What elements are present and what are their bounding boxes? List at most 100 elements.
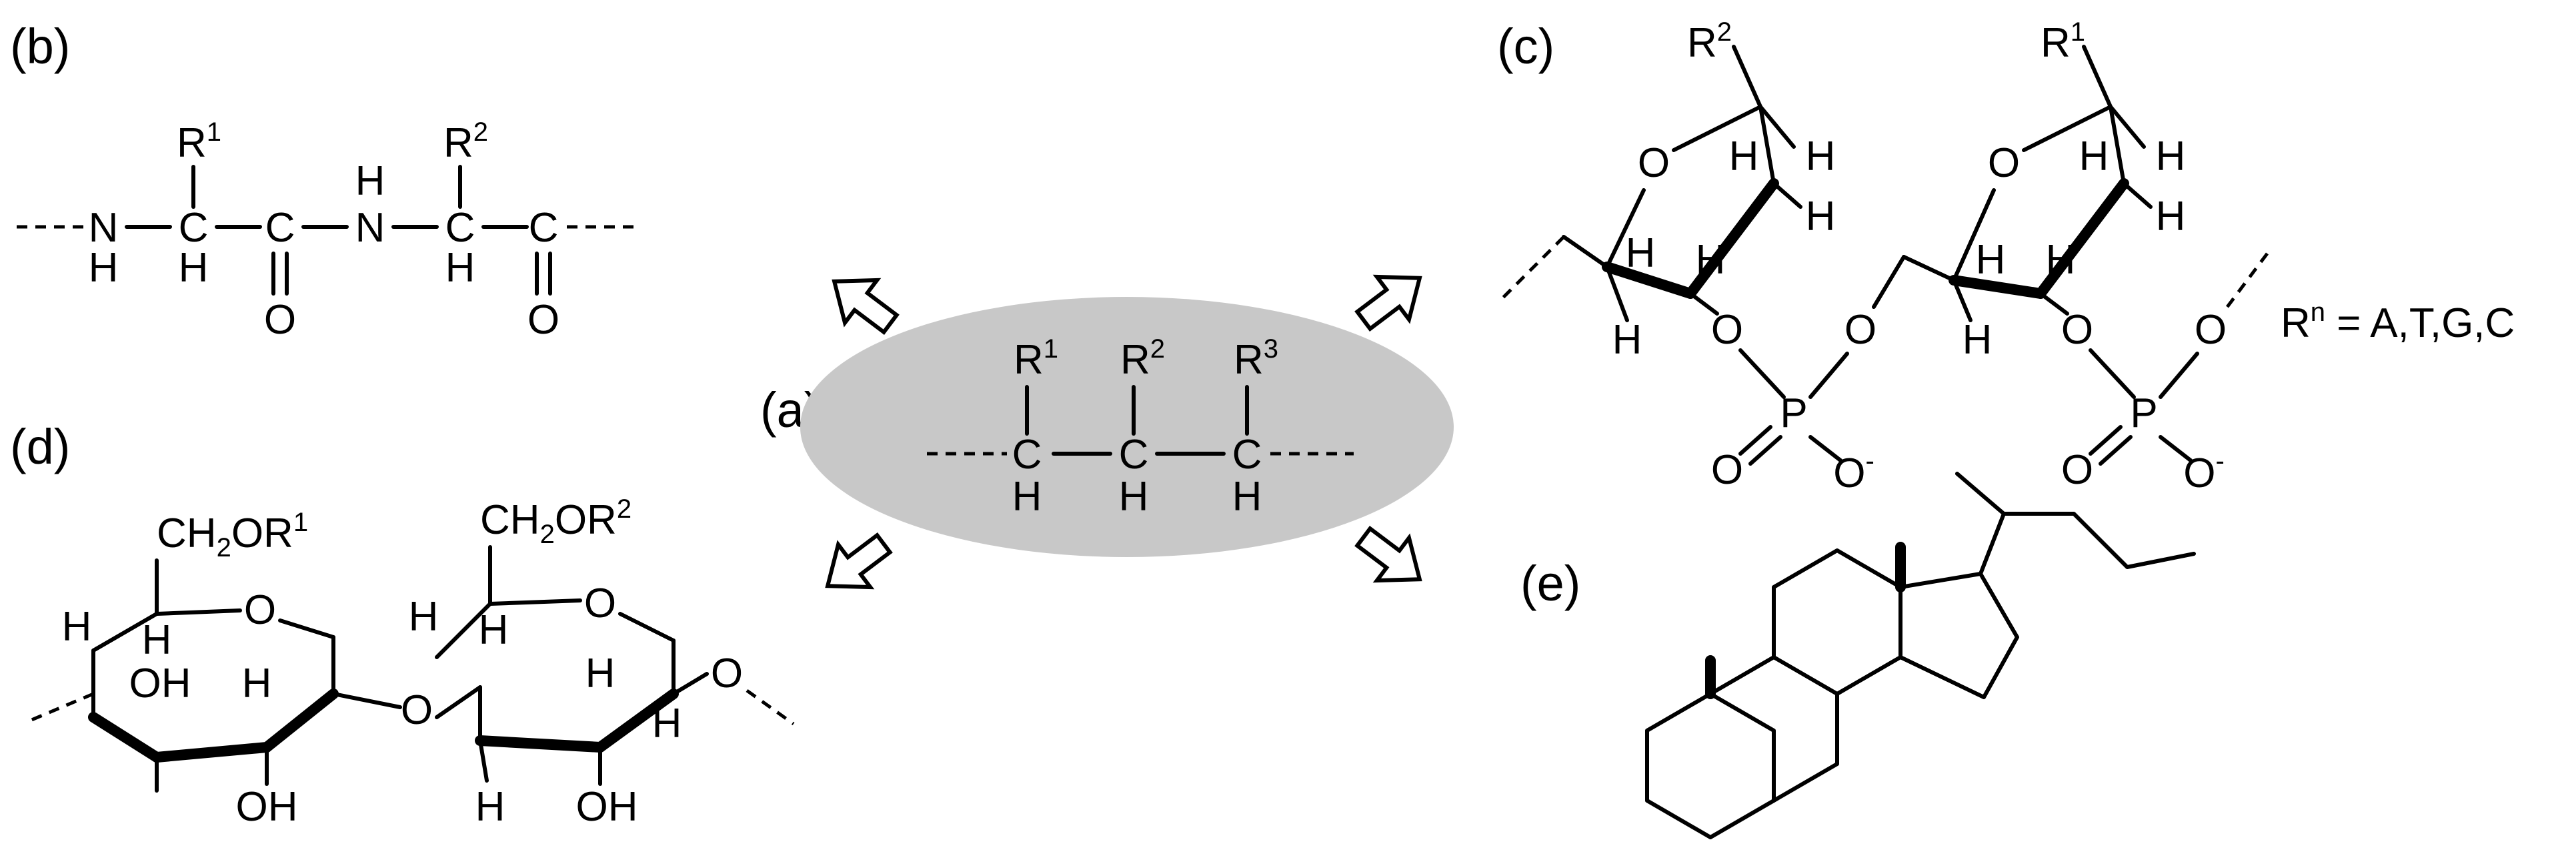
atom-nh1: H xyxy=(89,245,119,291)
atom-h-c4-d1: H xyxy=(62,604,92,650)
ch2or1-label: CH2OR1 xyxy=(157,508,308,562)
atom-h-c4b-2: H xyxy=(1963,317,1993,363)
arrow-to-e xyxy=(1354,526,1422,583)
r2-label: R2 xyxy=(1120,334,1165,383)
panel-b: (b) N H C H R1 C O N H C H R2 C O xyxy=(10,19,637,343)
atom-c1: C xyxy=(1012,432,1042,478)
bond-o-c1-1 xyxy=(1672,105,1762,152)
bond-c1-c2-1 xyxy=(1758,105,1776,185)
r2-label-c: R2 xyxy=(1687,17,1732,66)
bond-o-c1-d2 xyxy=(618,612,676,642)
atom-p-1: P xyxy=(1780,390,1807,436)
atom-h-c3-2: H xyxy=(2046,237,2076,283)
bond-c4-c3-1 xyxy=(1602,262,1696,299)
atom-h2: H xyxy=(1119,474,1149,520)
panel-b-label: (b) xyxy=(10,19,70,74)
atom-ha1: H xyxy=(179,245,209,291)
bond-c5-o-d1 xyxy=(155,608,242,616)
atom-o-minus-2: O- xyxy=(2183,446,2225,496)
atom-h-c3-1: H xyxy=(1696,237,1726,283)
arrow-to-b xyxy=(832,278,900,335)
bond-glyco-c4-d2 xyxy=(435,685,482,719)
atom-n1: N xyxy=(89,205,119,251)
atom-h-c4-2: H xyxy=(1976,237,2006,283)
sugar-dash-left xyxy=(29,692,94,723)
bond-c2-c3-1 xyxy=(1685,178,1779,299)
bond-c1-o-d2 xyxy=(672,672,709,696)
bond-p-o-a-1 xyxy=(1738,425,1772,456)
bond-p-o5-1 xyxy=(1808,352,1849,399)
atom-h-c3-d2: H xyxy=(585,651,615,697)
atom-p-2: P xyxy=(2130,390,2157,436)
rn-legend: Rn = A,T,G,C xyxy=(2281,298,2515,346)
bond-c1-base-2 xyxy=(2082,45,2113,109)
atom-h-c2-d1: H xyxy=(242,661,272,707)
atom-h-c2-2: H xyxy=(2156,193,2186,240)
panel-e-label: (e) xyxy=(1520,556,1580,611)
atom-o-ring-d1: O xyxy=(244,587,276,633)
ring-d xyxy=(1898,572,2019,699)
arrow-to-c xyxy=(1354,274,1422,332)
bond-c4-h-d2 xyxy=(478,739,489,783)
r1-label: R1 xyxy=(1014,334,1058,383)
panel-d: (d) CH2OR1 O H H OH OH H O CH2OR2 O H H xyxy=(10,419,795,830)
bond-c5-c4-2 xyxy=(1902,255,1956,282)
atom-oh-c3-d1: OH xyxy=(129,661,191,707)
atom-h-c4-1: H xyxy=(1626,230,1656,276)
bond-c2-c1-d1 xyxy=(261,689,339,753)
atom-h-c4b-1: H xyxy=(1612,317,1642,363)
atom-oh-c3-d2: OH xyxy=(576,784,638,830)
atom-o3-2: O xyxy=(2061,307,2093,353)
atom-ca2: C xyxy=(445,205,475,251)
bond-p-o-b-1 xyxy=(1748,435,1782,466)
panel-c: (c) O R2 H H H H H H O xyxy=(1497,17,2515,496)
bond-p-o5-2 xyxy=(2159,352,2199,399)
arrow-to-d xyxy=(825,532,893,590)
atom-o-end-d2: O xyxy=(711,651,743,697)
r2-label-b: R2 xyxy=(443,117,488,166)
bond-c4-c3-d2 xyxy=(475,735,605,753)
bond-c4-h-2 xyxy=(1952,278,1973,322)
side-chain xyxy=(1955,472,2196,576)
atom-nh2: H xyxy=(355,158,385,204)
phosphate-2: P O O- O xyxy=(2061,252,2269,496)
atom-o-ring-1: O xyxy=(1638,140,1670,186)
bond-c2-c3-2 xyxy=(2035,178,2129,299)
bond-c3-c2-d2 xyxy=(595,689,679,753)
bond-c5-o-d2 xyxy=(488,598,582,606)
bond-c3-o3-2 xyxy=(2039,292,2069,316)
bond-c4-c5-1 xyxy=(1562,235,1609,269)
bond-p-ominus-1 xyxy=(1808,435,1842,462)
phosphate-1: P O O- O xyxy=(1711,255,1906,496)
atom-oh-c2-d1: OH xyxy=(236,784,298,830)
atom-o-double-2: O xyxy=(2061,447,2093,493)
bond-o-c1-2 xyxy=(2022,105,2113,152)
atom-h-c1-1: H xyxy=(1806,133,1836,179)
atom-c2: C xyxy=(1119,432,1149,478)
atom-h-c1b-2: H xyxy=(2079,133,2109,179)
bond-c4-c3-2 xyxy=(1949,275,2046,299)
bond-c1-c2-2 xyxy=(2109,105,2126,185)
atom-h3: H xyxy=(1232,474,1262,520)
atom-n2: N xyxy=(355,205,385,251)
bond-o3-p-2 xyxy=(2089,348,2136,399)
atom-h-c2-d2: H xyxy=(652,701,682,747)
ch2or2-label: CH2OR2 xyxy=(480,494,631,549)
atom-h-c2-1: H xyxy=(1806,193,1836,240)
bond-o-c4-2 xyxy=(1952,188,1996,282)
panel-d-label: (d) xyxy=(10,419,70,474)
atom-h-c4-d2: H xyxy=(409,594,439,640)
panel-e: (e) xyxy=(1520,472,2196,839)
atom-ha2: H xyxy=(445,245,475,291)
atom-c3: C xyxy=(1232,432,1262,478)
dna-dash-left xyxy=(1499,236,1565,302)
bond-c2-h-2 xyxy=(2122,181,2153,209)
atom-h-c5-d1: H xyxy=(142,617,172,663)
bond-c3-o3-1 xyxy=(1688,292,1719,316)
bond-o-c4-1 xyxy=(1605,188,1646,269)
atom-h1: H xyxy=(1012,474,1042,520)
bond-c1-base-1 xyxy=(1732,45,1762,109)
atom-o5-3: O xyxy=(2195,307,2227,353)
atom-co2: C xyxy=(529,205,559,251)
